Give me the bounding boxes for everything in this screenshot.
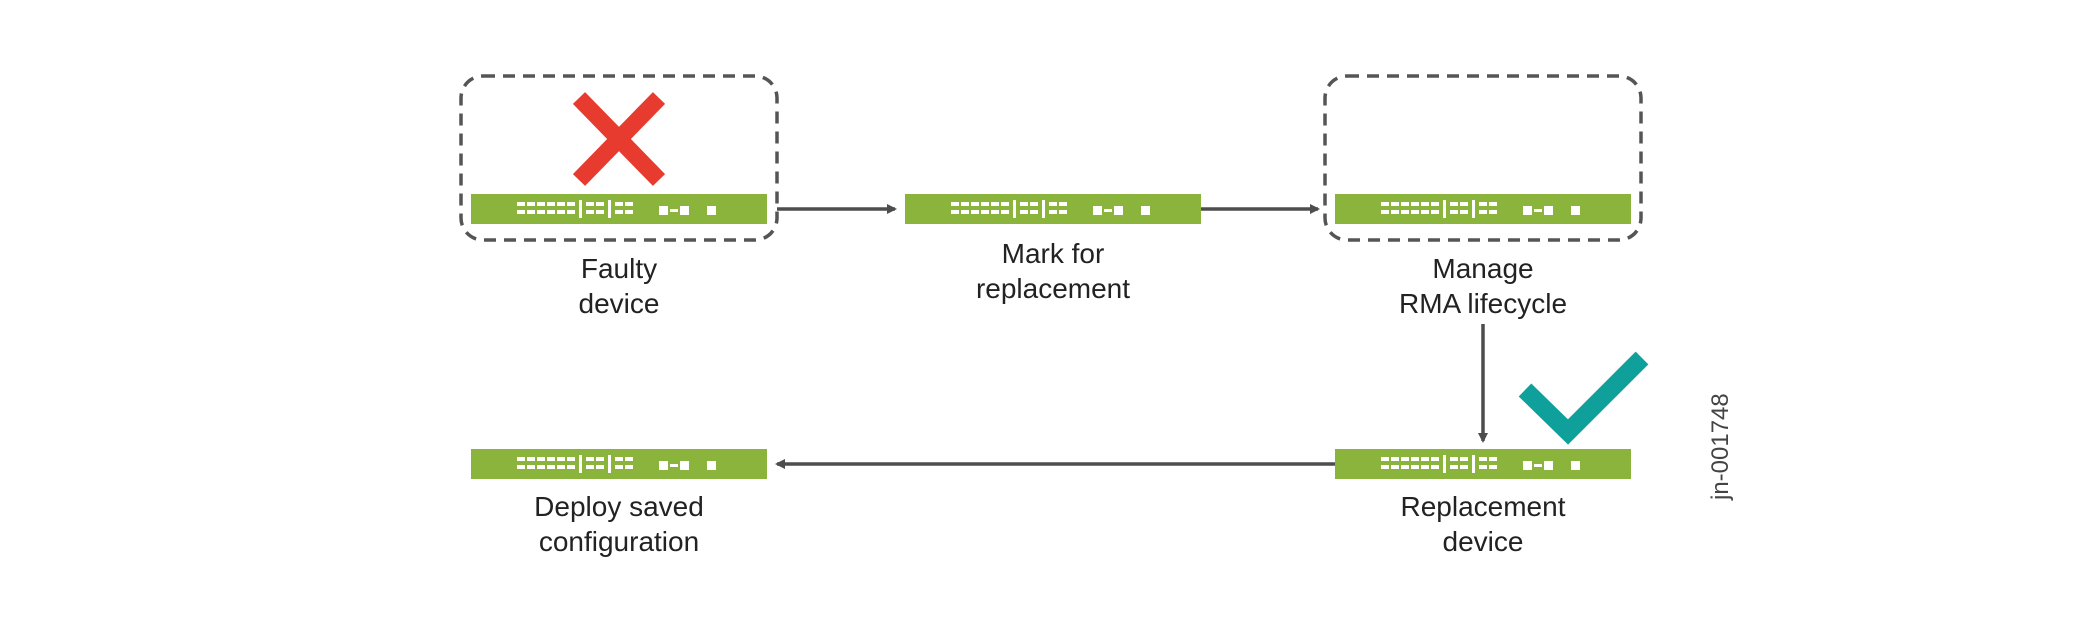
replacement-device-label: Replacement device bbox=[1303, 489, 1663, 559]
rma-dashed-box bbox=[1323, 74, 1643, 242]
rma-switch-icon bbox=[1335, 194, 1631, 224]
mark-label-line2: replacement bbox=[975, 273, 1131, 304]
x-icon bbox=[572, 92, 666, 186]
manage-rma-label: Manage RMA lifecycle bbox=[1303, 251, 1663, 321]
manage-label-line1: Manage bbox=[1432, 253, 1534, 284]
replacement-switch-icon bbox=[1335, 449, 1631, 479]
replacement-label-line1: Replacement bbox=[1400, 491, 1566, 522]
mark-switch-icon bbox=[905, 194, 1201, 224]
deploy-label-line2: configuration bbox=[538, 526, 700, 557]
deploy-saved-config-label: Deploy saved configuration bbox=[439, 489, 799, 559]
deploy-label-line1: Deploy saved bbox=[534, 491, 704, 522]
faulty-switch-icon bbox=[471, 194, 767, 224]
mark-label-line1: Mark for bbox=[1001, 238, 1105, 269]
faulty-device-dashed-box bbox=[459, 74, 779, 242]
mark-for-replacement-label: Mark for replacement bbox=[873, 236, 1233, 306]
checkmark-icon bbox=[1518, 351, 1649, 445]
replacement-label-line2: device bbox=[1442, 526, 1524, 557]
faulty-label-line1: Faulty bbox=[580, 253, 658, 284]
faulty-label-line2: device bbox=[578, 288, 660, 319]
manage-label-line2: RMA lifecycle bbox=[1398, 288, 1568, 319]
faulty-device-label: Faulty device bbox=[439, 251, 799, 321]
deploy-switch-icon bbox=[471, 449, 767, 479]
figure-id: jn-001748 bbox=[1707, 393, 1734, 500]
